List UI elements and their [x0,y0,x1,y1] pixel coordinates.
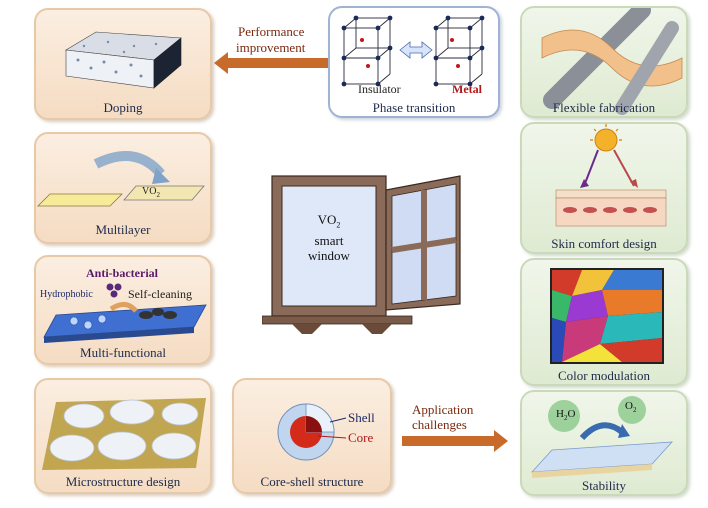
stability-label: Stability [581,478,627,493]
smart-window-illustration [262,175,461,334]
multifunctional-panel: Anti-bacterial Hydrophobic Self-cleaning… [34,255,212,365]
microstructure-illustration [42,398,206,470]
hydrophobic-label: Hydrophobic [40,289,93,300]
microstructure-panel: Microstructure design [34,378,212,494]
shell-label: Shell [348,410,375,425]
flexible-label: Flexible fabrication [552,100,656,115]
core-shell-illustration [277,403,347,461]
multifunctional-label: Multi-functional [80,345,166,360]
self-cleaning-label: Self-cleaning [128,287,192,301]
application-label-1: Application [412,402,474,417]
smart-window-text: VO2 smart window [308,212,350,263]
performance-arrow [214,52,328,74]
performance-label-1: Performance [238,24,305,39]
multilayer-label: Multilayer [95,222,151,237]
skin-comfort-panel: Skin comfort design [520,122,688,254]
color-modulation-label: Color modulation [557,368,651,383]
stability-illustration [531,396,673,478]
metal-label: Metal [452,82,482,96]
doped-block-illustration [65,31,182,89]
skin-comfort-label: Skin comfort design [551,236,657,251]
stability-panel: H2O O2 Stability [520,390,688,496]
phase-transition-panel: Insulator Metal Phase transition [328,6,500,118]
phase-transition-illustration [341,15,485,87]
microstructure-label: Microstructure design [65,474,181,489]
core-label: Core [348,430,374,445]
core-shell-label: Core-shell structure [260,474,364,489]
core-shell-panel: Shell Core Core-shell structure [232,378,392,494]
multilayer-illustration [37,151,205,207]
application-arrow [402,430,508,452]
flexible-panel: Flexible fabrication [520,6,688,118]
vo2-layer-label: VO2 [142,186,160,199]
performance-label-2: improvement [236,40,306,55]
multilayer-panel: VO2 Multilayer [34,132,212,244]
color-modulation-panel: Color modulation [520,258,688,386]
multifunctional-illustration [43,283,207,343]
water-label: H2O [556,408,576,423]
doping-label: Doping [103,100,143,115]
anti-bacterial-label: Anti-bacterial [86,266,158,280]
application-label-2: challenges [412,417,467,432]
doping-panel: Doping [34,8,212,120]
insulator-label: Insulator [358,82,401,96]
stained-glass-illustration [550,268,664,364]
flexible-illustration [541,8,683,115]
skin-comfort-illustration [555,124,667,227]
oxygen-label: O2 [625,400,637,415]
phase-transition-label: Phase transition [372,100,456,115]
